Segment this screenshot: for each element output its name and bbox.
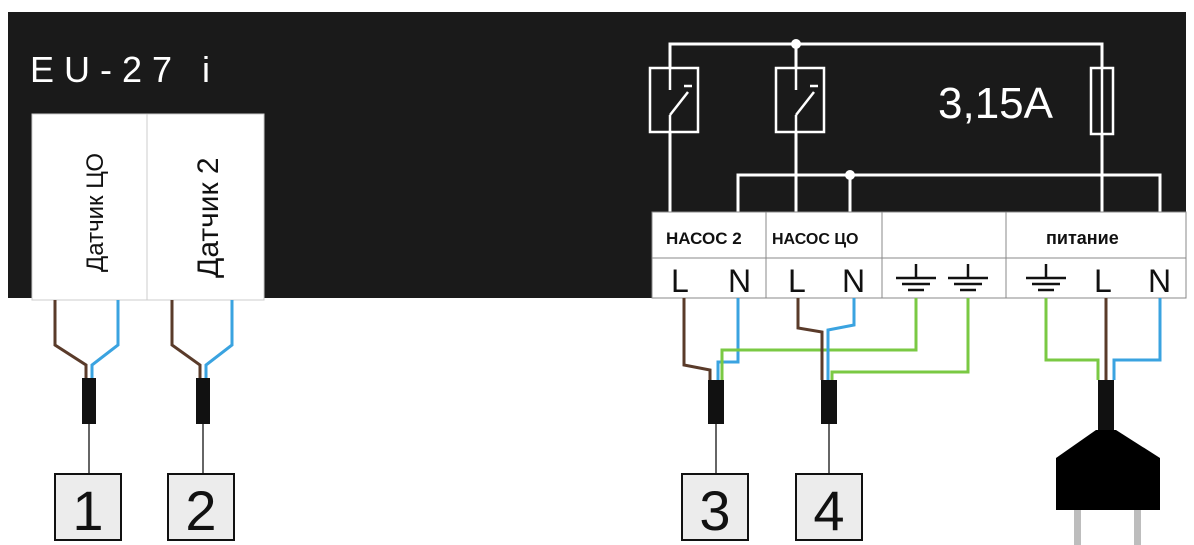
sensor-box-1: [31, 113, 148, 301]
terminal-pump2-L: L: [671, 263, 689, 299]
ground-icon: [948, 264, 988, 292]
fuse-rating: 3,15A: [938, 79, 1054, 128]
connector-number-box-2: [167, 473, 235, 541]
connector-number-box-3: [681, 473, 749, 541]
terminal-header-pump2: НАСОС 2: [666, 229, 742, 248]
terminal-pump-co-L: L: [788, 263, 806, 299]
terminal-pump2-N: N: [728, 263, 751, 299]
sensor-cable-1: [53, 300, 120, 474]
plug-icon: [1056, 430, 1160, 545]
connector-number-1: 1: [72, 479, 103, 542]
connector-number-2: 2: [185, 479, 216, 542]
connector-number-3: 3: [699, 479, 730, 542]
model-label: E U - 2 7 i: [30, 49, 210, 90]
sensor-cable-2: [170, 300, 234, 474]
junction-dot: [845, 170, 855, 180]
terminal-power-L: L: [1094, 263, 1112, 299]
relay-switch-icon: [774, 66, 826, 134]
connector-number-box-1: [54, 473, 122, 541]
terminal-header-pump-co: НАСОС ЦО: [772, 231, 858, 248]
sensor-box-2: [146, 113, 265, 301]
junction-dot: [791, 39, 801, 49]
ground-icon: [896, 264, 936, 292]
relay-switch-icon: [648, 66, 700, 134]
terminal-power-N: N: [1148, 263, 1171, 299]
sensor-label-1: Датчик ЦО: [82, 153, 109, 272]
connector-number-4: 4: [813, 479, 844, 542]
power-cable: [1044, 298, 1162, 430]
connector-number-box-4: [795, 473, 863, 541]
terminal-pump-co-N: N: [842, 263, 865, 299]
sensor-label-2: Датчик 2: [192, 157, 225, 278]
pump-co-cable: [796, 298, 970, 474]
ground-icon: [1026, 264, 1066, 292]
pump2-cable: [682, 298, 918, 474]
terminal-header-power: питание: [1046, 228, 1119, 248]
